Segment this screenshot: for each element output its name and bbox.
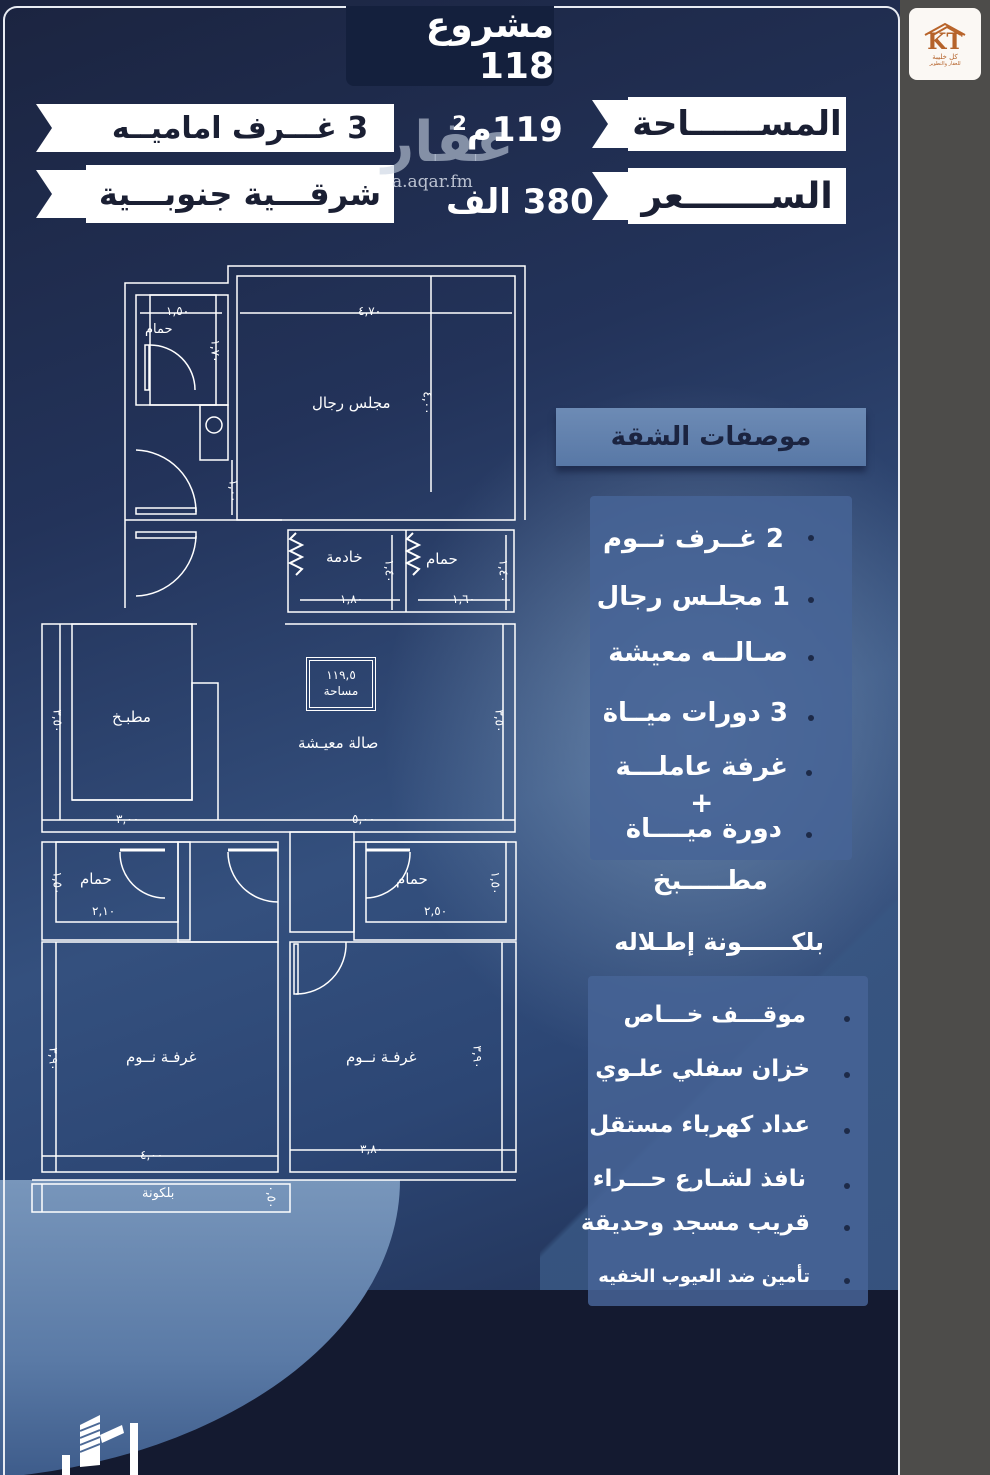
feature-balcony: بلكــــــونة إطـلاله xyxy=(614,928,824,956)
banner-arrow-icon xyxy=(592,100,628,148)
room-label-bath-top: حمام xyxy=(145,322,173,337)
feature-kitchen: مطـــــبخ xyxy=(652,866,768,896)
bullet-icon xyxy=(844,1128,850,1134)
dim-bedroom-right-width: ٣,٨٠ xyxy=(360,1142,384,1156)
bullet-icon xyxy=(844,1183,850,1189)
dim-bedroom-right-height: ٣,٩٠ xyxy=(470,1045,485,1069)
room-label-bedroom-left: غرفـة نــوم xyxy=(126,1048,197,1066)
features-heading-box: موصفات الشقة xyxy=(556,408,866,466)
dim-bath-left-height: ١,٥٠ xyxy=(50,871,65,895)
house-roof-icon xyxy=(923,21,967,36)
room-label-bath-left: حمام xyxy=(80,870,112,888)
bullet-icon xyxy=(844,1225,850,1231)
dim-bath-mid-width: ١,٦٠ xyxy=(452,592,476,606)
dim-living-width: ٥,٠٠ xyxy=(352,812,376,826)
dim-bath-top-height: ١,٧٠ xyxy=(208,339,223,363)
feature-nearby: قريب مسجد وحديقة xyxy=(580,1210,810,1236)
banner-area-label: المســــــاحة xyxy=(628,97,846,151)
bullet-icon xyxy=(844,1072,850,1078)
feature-maid-bath: دورة ميــــاة xyxy=(625,814,782,844)
banner-arrow-icon xyxy=(592,172,628,220)
area-value: 119م² xyxy=(452,110,563,150)
features-panel-1 xyxy=(590,496,852,860)
listing-poster: مشروع 118 3 غـــرف اماميــه شرقـــية جنو… xyxy=(0,0,900,1475)
feature-parking: موقـــف خـــاص xyxy=(623,1002,806,1028)
feature-bedrooms: 2 غــرف نــوم xyxy=(603,524,784,554)
bullet-icon xyxy=(806,770,812,776)
area-stamp: ١١٩,٥ مساحة xyxy=(306,657,376,711)
banner-arrow-icon xyxy=(36,170,86,218)
feature-plus-sign: + xyxy=(690,786,714,819)
dim-maid-height: ١,٤٠ xyxy=(382,559,397,583)
agency-logo-subtitle: كل خليبة xyxy=(932,53,958,61)
bullet-icon xyxy=(844,1016,850,1022)
banner-area: المســــــاحة xyxy=(592,97,846,151)
area-stamp-label: مساحة xyxy=(323,684,359,698)
floor-plan-drawing xyxy=(31,265,526,1213)
bullet-icon xyxy=(808,535,814,541)
feature-living: صـالــه معيشة xyxy=(608,638,788,668)
room-label-maid: خادمة xyxy=(326,548,363,566)
feature-warranty: تأمين ضد العيوب الخفيه xyxy=(598,1266,810,1287)
dim-kitchen-width: ٣,٠٠ xyxy=(116,812,140,826)
banner-rooms-front-text: 3 غـــرف اماميــه xyxy=(86,104,394,152)
agency-logo[interactable]: KT كل خليبة للعقار والتطوير xyxy=(909,8,981,80)
dim-kitchen-height: ٣,٥٠ xyxy=(50,709,65,733)
agency-logo-letters: KT xyxy=(927,29,963,55)
feature-street-access: نافذ لشـارع حـــراء xyxy=(592,1166,806,1192)
feature-bathrooms: 3 دورات ميــاة xyxy=(602,698,788,728)
dim-bedroom-left-height: ٣,٩٠ xyxy=(46,1047,61,1071)
building-logo-icon xyxy=(62,1415,138,1475)
bullet-icon xyxy=(808,655,814,661)
aqar-watermark-logo: عقار xyxy=(382,110,514,175)
room-label-bath-right: حمام xyxy=(396,870,428,888)
bullet-icon xyxy=(806,832,812,838)
dim-bath-left-width: ٢,١٠ xyxy=(92,904,116,918)
features-heading: موصفات الشقة xyxy=(610,422,812,452)
dim-bedroom-left-width: ٤,٠٠ xyxy=(140,1148,164,1162)
room-label-majlis: مجلس رجال xyxy=(312,394,391,412)
feature-majlis: 1 مجلـس رجال xyxy=(596,582,790,612)
dim-maid-width: ١,٨٠ xyxy=(340,592,364,606)
project-title-tab: مشروع 118 xyxy=(346,5,554,87)
feature-electric-meter: عداد كهرباء مستقل xyxy=(589,1112,810,1138)
feature-water-tank: خزان سفلي علـوي xyxy=(595,1056,810,1082)
dim-bath-top-width: ١,٥٠ xyxy=(166,304,190,318)
dim-balcony-height: ٠,٥٠ xyxy=(264,1185,279,1209)
dim-bath-mid-height: ١,٤٠ xyxy=(496,559,511,583)
banner-orientation-text: شرقـــية جنوبـــية xyxy=(86,165,394,223)
banner-rooms-front: 3 غـــرف اماميــه xyxy=(36,104,394,152)
dim-majlis-width: ٤,٧٠ xyxy=(358,304,382,318)
banner-arrow-icon xyxy=(36,104,86,152)
banner-orientation: شرقـــية جنوبـــية xyxy=(36,165,394,223)
dim-bath-right-width: ٢,٥٠ xyxy=(424,904,448,918)
room-label-bedroom-right: غرفـة نــوم xyxy=(346,1048,417,1066)
room-label-kitchen: مطبـخ xyxy=(112,708,151,726)
room-label-bath-mid: حمام xyxy=(426,550,458,568)
bullet-icon xyxy=(808,597,814,603)
features-panel-2 xyxy=(588,976,868,1306)
area-stamp-value: ١١٩,٥ xyxy=(326,668,356,682)
right-gutter xyxy=(900,0,990,1475)
dim-majlis-height: ٤,٠٠ xyxy=(420,391,435,415)
bullet-icon xyxy=(808,715,814,721)
dim-corridor: ١,٠٠ xyxy=(226,479,241,503)
room-label-balcony: بلكونة xyxy=(142,1186,175,1201)
feature-maid-room: غرفة عاملـــة xyxy=(615,752,788,782)
banner-price-label: الســـــــعر xyxy=(628,168,846,224)
project-title: مشروع 118 xyxy=(425,5,554,87)
bullet-icon xyxy=(844,1278,850,1284)
dim-bath-right-height: ١,٥٠ xyxy=(488,871,503,895)
price-value: 380 الف xyxy=(446,182,594,222)
room-label-living: صالة معيـشة xyxy=(298,734,379,752)
aqar-watermark-url: a.aqar.fm xyxy=(392,172,473,192)
dim-living-height: ٣,٥٠ xyxy=(492,709,507,733)
banner-price: الســـــــعر xyxy=(592,168,846,224)
agency-logo-tagline: للعقار والتطوير xyxy=(929,61,961,67)
